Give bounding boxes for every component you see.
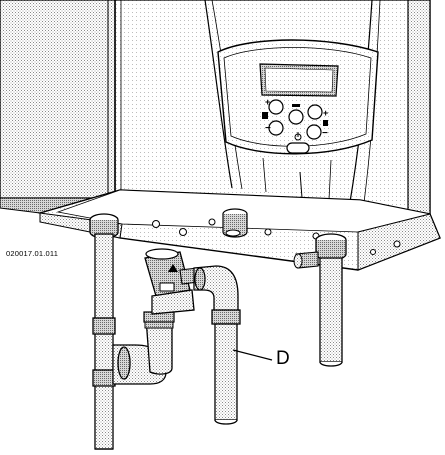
- plus-icon: +: [307, 104, 328, 120]
- tee-fitting: [112, 311, 175, 385]
- figure-reference-code: 020017.01.011: [6, 249, 59, 258]
- lcd-display-icon: [259, 63, 339, 97]
- safety-valve: [144, 248, 199, 315]
- svg-text:+: +: [323, 108, 328, 118]
- callout-label-d: D: [276, 348, 290, 369]
- right-pipe: [293, 233, 347, 367]
- radiator-icon: [262, 112, 268, 119]
- callout-leader-line: [232, 349, 273, 361]
- drain-pipe-d: [193, 265, 241, 425]
- plus-icon: +: [265, 97, 284, 115]
- minus-icon: −: [265, 120, 284, 136]
- svg-text:−: −: [265, 123, 271, 134]
- control-panel: + − + −: [217, 39, 379, 155]
- mode-icon: [288, 104, 304, 125]
- left-pipe: [89, 213, 119, 450]
- svg-text:+: +: [265, 97, 270, 107]
- tap-icon: [323, 120, 328, 126]
- svg-text:−: −: [322, 128, 328, 139]
- power-icon: [286, 132, 310, 154]
- minus-icon: −: [306, 124, 328, 140]
